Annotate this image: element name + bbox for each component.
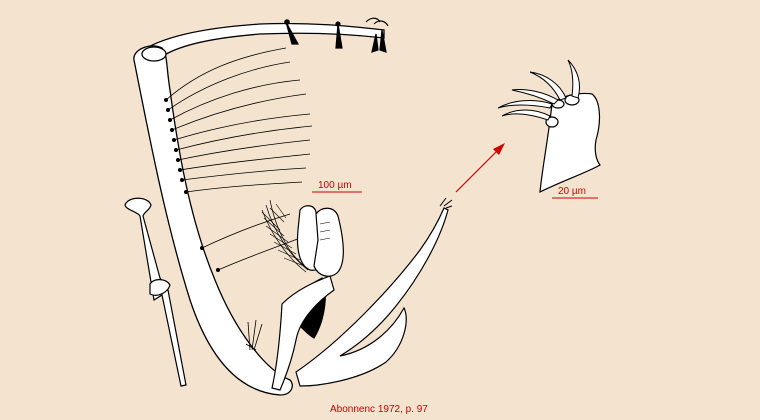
scale-bar-100: 100 µm (312, 180, 362, 193)
arm-spines (284, 17, 389, 53)
basal-tuft (245, 319, 263, 351)
scale-bar-20-label: 20 µm (558, 186, 586, 197)
citation: Abonnenc 1972, p. 97 (330, 404, 428, 415)
setae-bases (164, 98, 220, 272)
rod-appendage (124, 197, 187, 387)
dark-sclerite (271, 275, 335, 391)
clasper-lobe (261, 199, 344, 277)
scale-bar-100-label: 100 µm (318, 180, 352, 191)
setae (165, 47, 313, 271)
comb-hairs (261, 203, 331, 267)
annotation-arrow (455, 143, 505, 193)
paramere (295, 197, 453, 387)
enlarged-tip-spines (497, 59, 581, 121)
main-appendage (133, 22, 385, 396)
scale-bar-20: 20 µm (552, 186, 598, 199)
